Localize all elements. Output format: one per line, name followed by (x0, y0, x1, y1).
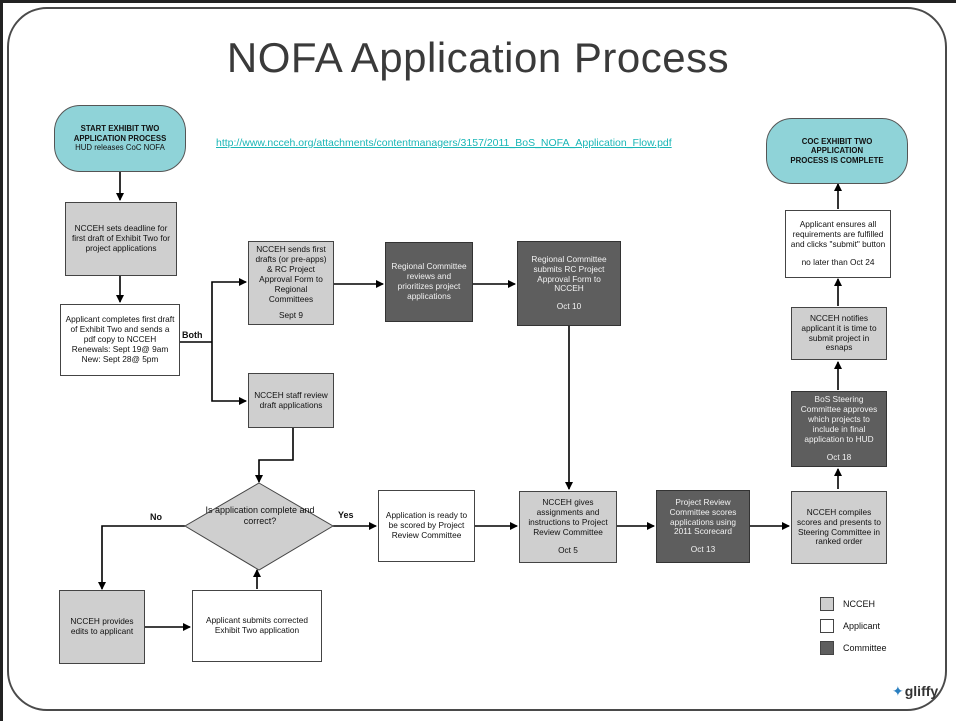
sends-drafts-date: Sept 9 (279, 310, 303, 321)
node-first-draft: Applicant completes first draft of Exhib… (60, 304, 180, 376)
ready-text: Application is ready to be scored by Pro… (385, 510, 468, 540)
ensures-date: no later than Oct 24 (801, 256, 875, 267)
start-terminal: START EXHIBIT TWO APPLICATION PROCESS HU… (54, 105, 186, 172)
node-sets-deadline: NCCEH sets deadline for first draft of E… (65, 202, 177, 276)
node-bos-approves: BoS Steering Committee approves which pr… (791, 391, 887, 467)
staff-review-text: NCCEH staff review draft applications (254, 389, 328, 410)
prc-scores-text: Project Review Committee scores applicat… (669, 496, 737, 537)
rc-submits-text: Regional Committee submits RC Project Ap… (531, 253, 607, 294)
edge-label-yes: Yes (338, 510, 354, 520)
end-line-2: APPLICATION (810, 146, 864, 156)
legend-swatch-committee (820, 641, 834, 655)
end-terminal: COC EXHIBIT TWO APPLICATION PROCESS IS C… (766, 118, 908, 184)
legend-swatch-ncceh (820, 597, 834, 611)
slide-title: NOFA Application Process (226, 34, 730, 81)
node-ready: Application is ready to be scored by Pro… (378, 490, 475, 562)
ensures-text: Applicant ensures all requirements are f… (790, 219, 886, 249)
first-draft-renewals: Renewals: Sept 19@ 9am (71, 343, 169, 354)
bos-approves-text: BoS Steering Committee approves which pr… (800, 394, 878, 444)
decision-text: Is application complete and correct? (205, 505, 315, 527)
decision-diamond (184, 482, 334, 571)
legend-swatch-applicant (820, 619, 834, 633)
gives-assignments-text: NCCEH gives assignments and instructions… (528, 497, 608, 537)
edge-decision-edits (98, 525, 185, 590)
legend-label-applicant: Applicant (843, 621, 881, 631)
submits-corrected-text: Applicant submits corrected Exhibit Two … (206, 615, 308, 635)
start-line-1: START EXHIBIT TWO (80, 124, 160, 134)
node-gives-assignments: NCCEH gives assignments and instructions… (519, 491, 617, 563)
top-border-rule (0, 0, 956, 3)
node-rc-submits: Regional Committee submits RC Project Ap… (517, 241, 621, 326)
gives-assignments-date: Oct 5 (558, 544, 578, 555)
rc-reviews-text: Regional Committee reviews and prioritiz… (391, 261, 467, 301)
node-compiles: NCCEH compiles scores and presents to St… (791, 491, 887, 564)
node-rc-reviews: Regional Committee reviews and prioritiz… (385, 242, 473, 322)
provides-edits-text: NCCEH provides edits to applicant (70, 616, 134, 636)
edge-split-staff (211, 342, 247, 405)
compiles-text: NCCEH compiles scores and presents to St… (797, 506, 881, 547)
sends-drafts-text: NCCEH sends first drafts (or pre-apps) &… (255, 244, 327, 304)
prc-scores-date: Oct 13 (690, 544, 716, 555)
edge-label-both: Both (182, 330, 203, 340)
node-ensures: Applicant ensures all requirements are f… (785, 210, 891, 278)
sets-deadline-text: NCCEH sets deadline for first draft of E… (71, 223, 171, 253)
flow-pdf-link[interactable]: http://www.ncceh.org/attachments/content… (216, 137, 672, 149)
start-line-2: APPLICATION PROCESS (73, 133, 167, 143)
node-staff-review: NCCEH staff review draft applications (248, 373, 334, 428)
rc-submits-date: Oct 10 (556, 301, 582, 312)
edge-split-sends (211, 278, 247, 342)
left-border-rule (0, 0, 3, 721)
bos-approves-date: Oct 18 (826, 451, 852, 462)
node-provides-edits: NCCEH provides edits to applicant (59, 590, 145, 664)
node-submits-corrected: Applicant submits corrected Exhibit Two … (192, 590, 322, 662)
end-line-1: COC EXHIBIT TWO (801, 136, 873, 146)
gliffy-icon: ✦ (892, 683, 904, 699)
notifies-text: NCCEH notifies applicant it is time to s… (801, 312, 877, 353)
node-notifies: NCCEH notifies applicant it is time to s… (791, 307, 887, 360)
legend-label-committee: Committee (843, 643, 887, 653)
first-draft-new: New: Sept 28@ 5pm (81, 353, 159, 364)
edge-staff-decision (255, 428, 294, 483)
end-line-3: PROCESS IS COMPLETE (790, 155, 884, 165)
gliffy-wordmark: gliffy (904, 683, 939, 699)
edge-label-no: No (150, 512, 162, 522)
gliffy-logo: ✦gliffy (892, 683, 938, 700)
start-line-3: HUD releases CoC NOFA (75, 143, 165, 153)
legend-label-ncceh: NCCEH (843, 599, 876, 609)
first-draft-text: Applicant completes first draft of Exhib… (65, 314, 175, 345)
node-prc-scores: Project Review Committee scores applicat… (656, 490, 750, 563)
node-sends-drafts: NCCEH sends first drafts (or pre-apps) &… (248, 241, 334, 325)
